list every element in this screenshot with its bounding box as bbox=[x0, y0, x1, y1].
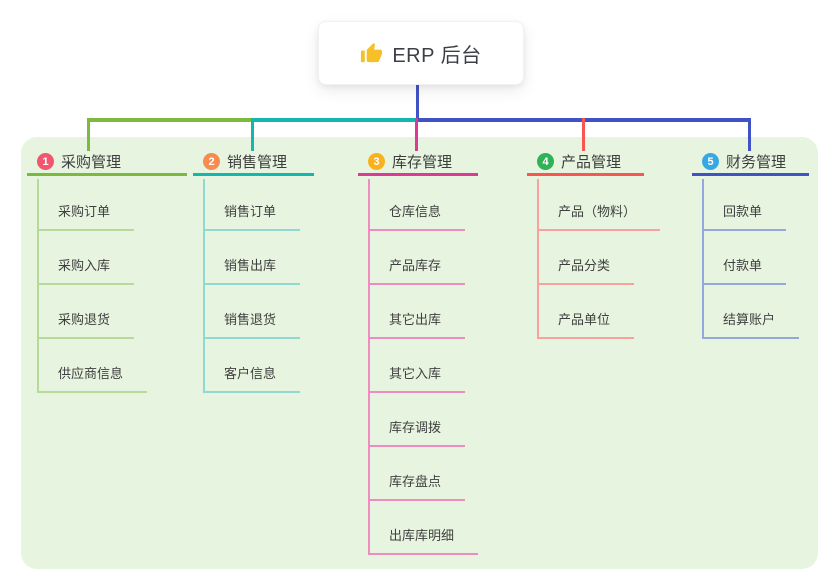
branch-item-node[interactable]: 采购退货 bbox=[37, 312, 135, 339]
branch-item-node[interactable]: 其它入库 bbox=[368, 366, 466, 393]
connector-drop-4 bbox=[582, 118, 585, 151]
connector-seg-middle bbox=[251, 118, 416, 122]
branch-title: 财务管理 bbox=[726, 154, 787, 171]
branch-title: 采购管理 bbox=[61, 154, 122, 171]
branch-node-4[interactable]: 4 产品管理 bbox=[527, 150, 644, 176]
root-node-erp[interactable]: ERP 后台 bbox=[318, 21, 524, 85]
branch-item-node[interactable]: 产品（物料） bbox=[537, 204, 661, 231]
branch-title: 产品管理 bbox=[561, 154, 622, 171]
branch-title: 销售管理 bbox=[227, 154, 288, 171]
branch-item-node[interactable]: 产品单位 bbox=[537, 312, 635, 339]
branch-node-3[interactable]: 3 库存管理 bbox=[358, 150, 478, 176]
branch-node-1[interactable]: 1 采购管理 bbox=[27, 150, 187, 176]
branch-item-node[interactable]: 仓库信息 bbox=[368, 204, 466, 231]
branch-item-node[interactable]: 销售出库 bbox=[203, 258, 301, 285]
root-node-title: ERP 后台 bbox=[392, 44, 482, 67]
branch-number-badge: 1 bbox=[37, 153, 54, 170]
branch-number-badge: 4 bbox=[537, 153, 554, 170]
branch-spine-line bbox=[368, 179, 370, 555]
branch-item-node[interactable]: 回款单 bbox=[702, 204, 787, 231]
branches-background-panel bbox=[21, 137, 818, 569]
branch-item-node[interactable]: 产品库存 bbox=[368, 258, 466, 285]
branch-item-node[interactable]: 采购订单 bbox=[37, 204, 135, 231]
branch-item-node[interactable]: 付款单 bbox=[702, 258, 787, 285]
branch-title: 库存管理 bbox=[392, 154, 453, 171]
connector-drop-3 bbox=[415, 118, 418, 151]
branch-item-node[interactable]: 销售订单 bbox=[203, 204, 301, 231]
branch-item-node[interactable]: 结算账户 bbox=[702, 312, 800, 339]
branch-item-node[interactable]: 产品分类 bbox=[537, 258, 635, 285]
branch-item-node[interactable]: 供应商信息 bbox=[37, 366, 148, 393]
branch-node-5[interactable]: 5 财务管理 bbox=[692, 150, 809, 176]
connector-seg-left bbox=[87, 118, 251, 122]
branch-item-node[interactable]: 采购入库 bbox=[37, 258, 135, 285]
branch-item-node[interactable]: 其它出库 bbox=[368, 312, 466, 339]
branch-spine-line bbox=[702, 179, 704, 339]
branch-number-badge: 3 bbox=[368, 153, 385, 170]
branch-node-2[interactable]: 2 销售管理 bbox=[193, 150, 314, 176]
branch-spine-line bbox=[537, 179, 539, 339]
branch-item-node[interactable]: 库存调拨 bbox=[368, 420, 466, 447]
branch-item-node[interactable]: 库存盘点 bbox=[368, 474, 466, 501]
connector-drop-1 bbox=[87, 118, 90, 151]
branch-spine-line bbox=[203, 179, 205, 393]
branch-item-node[interactable]: 客户信息 bbox=[203, 366, 301, 393]
root-stem-line bbox=[416, 83, 419, 122]
branch-number-badge: 5 bbox=[702, 153, 719, 170]
branch-item-node[interactable]: 销售退货 bbox=[203, 312, 301, 339]
branch-number-badge: 2 bbox=[203, 153, 220, 170]
connector-drop-2 bbox=[251, 118, 254, 151]
branch-spine-line bbox=[37, 179, 39, 393]
thumbs-up-icon bbox=[360, 42, 383, 65]
branch-item-node[interactable]: 出库库明细 bbox=[368, 528, 479, 555]
connector-drop-5 bbox=[748, 118, 751, 151]
